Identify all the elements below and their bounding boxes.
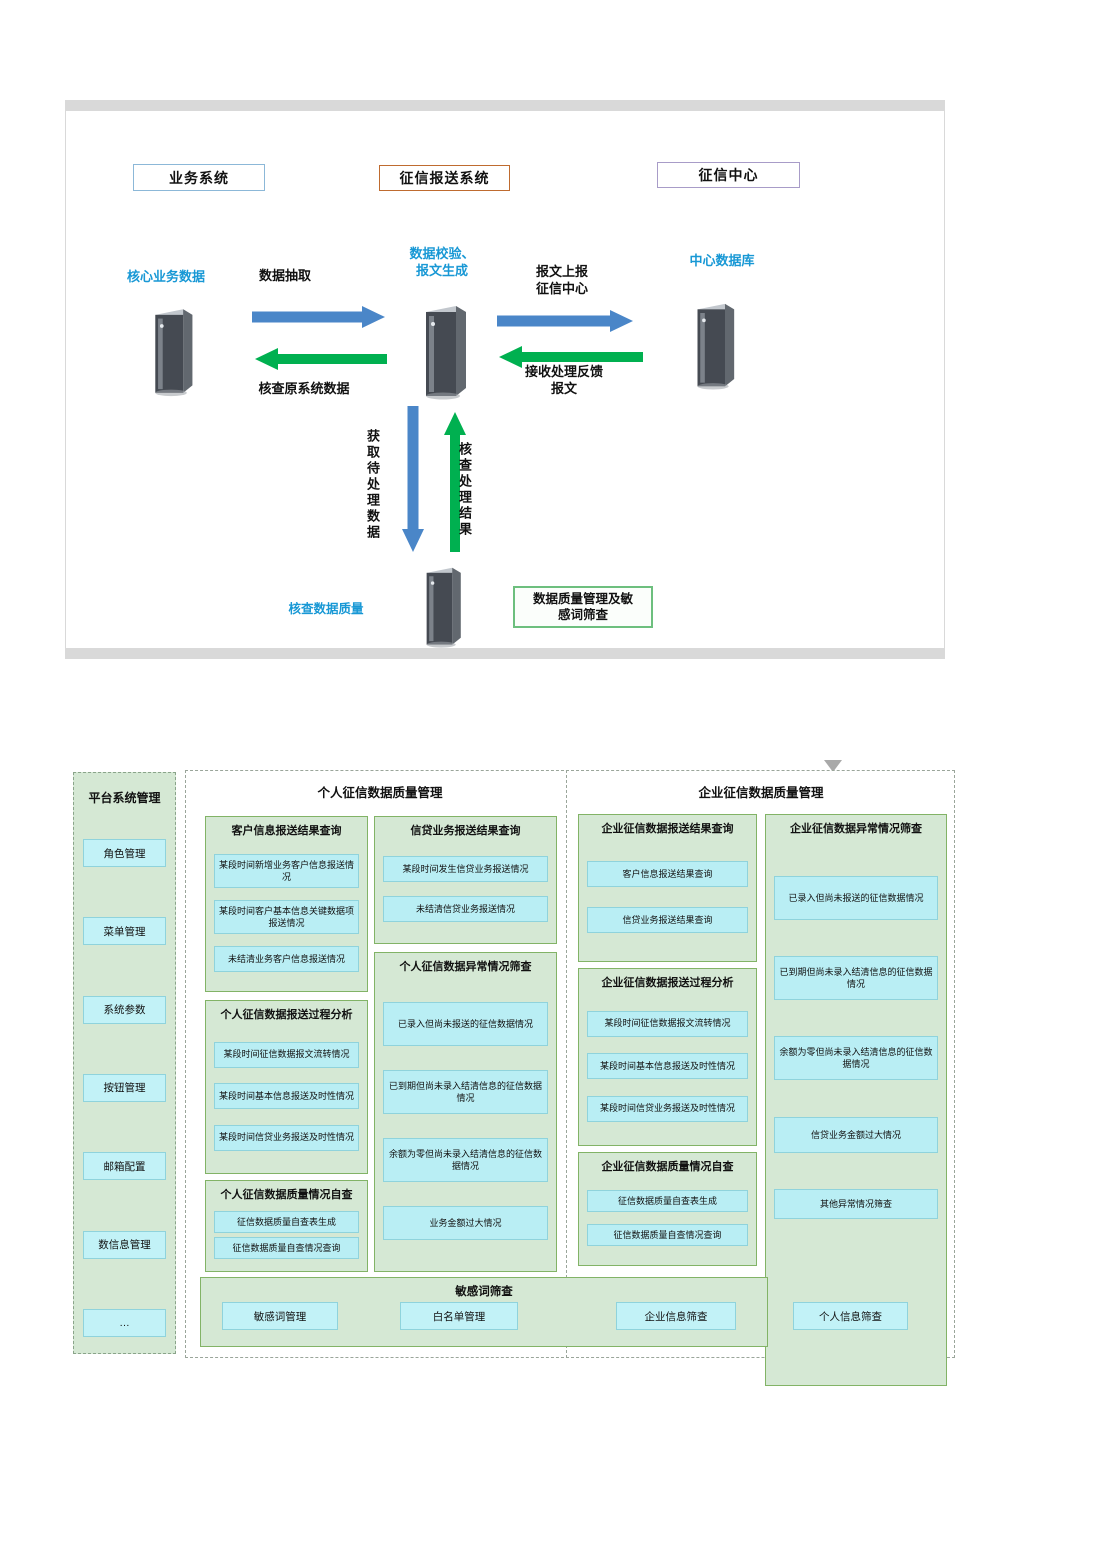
diagram-item: 信贷业务报送结果查询: [587, 907, 748, 934]
section-title-personal: 个人征信数据质量管理: [317, 786, 443, 800]
group-personal-process-analysis: 个人征信数据报送过程分析 某段时间征信数据报文流转情况 某段时间基本信息报送及时…: [205, 1000, 368, 1174]
diagram-item: 已到期但尚未录入结清信息的征信数据情况: [774, 956, 938, 1001]
label-verify-source-data: 核查原系统数据: [258, 381, 350, 396]
section-title-enterprise: 企业征信数据质量管理: [698, 786, 824, 800]
sidebar-items: 角色管理 菜单管理 系统参数 按钮管理 邮箱配置 数信息管理 …: [83, 839, 166, 1337]
sidebar-item-menu: 菜单管理: [83, 917, 166, 946]
sensitive-item-enterprise-screen: 企业信息筛查: [616, 1302, 736, 1330]
diagram-item: 余额为零但尚未录入结清信息的征信数据情况: [774, 1036, 938, 1081]
diagram-item: 某段时间基本信息报送及时性情况: [587, 1053, 748, 1079]
group-title: 企业征信数据质量情况自查: [601, 1161, 734, 1173]
group-enterprise-self-check: 企业征信数据质量情况自查 征信数据质量自查表生成 征信数据质量自查情况查询: [578, 1152, 757, 1266]
group-enterprise-process-analysis: 企业征信数据报送过程分析 某段时间征信数据报文流转情况 某段时间基本信息报送及时…: [578, 968, 757, 1146]
header-credit-center: 征信中心: [657, 162, 800, 188]
diagram-item: 业务金额过大情况: [383, 1206, 548, 1240]
group-title: 企业征信数据报送过程分析: [601, 977, 734, 989]
sensitive-item-word-mgmt: 敏感词管理: [222, 1302, 338, 1330]
diagram-item: 征信数据质量自查情况查询: [587, 1223, 748, 1247]
diagram-item: 已录入但尚未报送的征信数据情况: [774, 876, 938, 921]
diagram-item: 某段时间征信数据报文流转情况: [587, 1010, 748, 1037]
triangle-marker-icon: [824, 760, 842, 772]
diagram-item: 未结清信贷业务报送情况: [383, 896, 548, 922]
sidebar-item-button: 按钮管理: [83, 1073, 166, 1102]
sidebar-item-more: …: [83, 1308, 166, 1337]
server-icon: [426, 567, 461, 648]
group-enterprise-abnormal-screening: 企业征信数据异常情况筛查 已录入但尚未报送的征信数据情况 已到期但尚未录入结清信…: [765, 814, 947, 1386]
diagram-item: 征信数据质量自查表生成: [587, 1189, 748, 1213]
diagram-item: 某段时间客户基本信息关键数据项报送情况: [214, 900, 359, 935]
header-business-system: 业务系统: [133, 164, 265, 191]
diagram-item: 某段时间基本信息报送及时性情况: [214, 1083, 359, 1109]
flow-diagram-frame: [65, 100, 945, 659]
group-title: 个人征信数据报送过程分析: [220, 1009, 353, 1021]
label-data-validation: 数据校验、 报文生成: [409, 246, 475, 278]
group-title: 信贷业务报送结果查询: [410, 825, 521, 837]
diagram-item: 某段时间新增业务客户信息报送情况: [214, 853, 359, 889]
sidebar-platform-management: 平台系统管理 角色管理 菜单管理 系统参数 按钮管理 邮箱配置 数信息管理 …: [73, 772, 176, 1354]
server-icon: [697, 303, 735, 390]
sidebar-item-role: 角色管理: [83, 839, 166, 867]
diagram-item: 征信数据质量自查情况查询: [214, 1237, 359, 1260]
diagram-item: 某段时间征信数据报文流转情况: [214, 1041, 359, 1068]
group-title: 个人征信数据质量情况自查: [220, 1189, 353, 1201]
diagram-item: 客户信息报送结果查询: [587, 860, 748, 887]
sidebar-item-sysparam: 系统参数: [83, 995, 166, 1024]
label-fetch-pending-data: 获取待处理数据: [365, 429, 380, 541]
header-reporting-system: 征信报送系统: [379, 165, 510, 191]
group-personal-self-check: 个人征信数据质量情况自查 征信数据质量自查表生成 征信数据质量自查情况查询: [205, 1180, 368, 1272]
quality-mgmt-box: 数据质量管理及敏 感词筛查: [513, 586, 653, 628]
label-check-process-result: 核查处理结果: [457, 442, 472, 538]
group-title: 个人征信数据异常情况筛查: [399, 961, 532, 973]
diagram-item: 信贷业务金额过大情况: [774, 1116, 938, 1153]
server-icon: [155, 309, 193, 397]
group-enterprise-result-query: 企业征信数据报送结果查询 客户信息报送结果查询 信贷业务报送结果查询: [578, 814, 757, 962]
diagram-item: 其他异常情况筛查: [774, 1188, 938, 1219]
sensitive-title: 敏感词筛查: [455, 1286, 513, 1298]
label-report-to-center: 报文上报 征信中心: [535, 264, 588, 296]
group-title: 企业征信数据报送结果查询: [601, 823, 734, 835]
server-icon: [426, 306, 466, 400]
group-title: 客户信息报送结果查询: [231, 825, 342, 837]
diagram-item: 征信数据质量自查表生成: [214, 1210, 359, 1233]
sensitive-item-personal-screen: 个人信息筛查: [793, 1302, 908, 1330]
diagram-item: 已到期但尚未录入结清信息的征信数据情况: [383, 1070, 548, 1114]
group-title: 企业征信数据异常情况筛查: [790, 823, 922, 835]
label-central-database: 中心数据库: [689, 253, 755, 268]
label-check-data-quality: 核查数据质量: [288, 602, 364, 616]
diagram-item: 某段时间信贷业务报送及时性情况: [587, 1095, 748, 1122]
diagram-item: 某段时间信贷业务报送及时性情况: [214, 1124, 359, 1151]
frame-top-strip: [65, 100, 945, 111]
sensitive-item-whitelist: 白名单管理: [400, 1302, 518, 1330]
section-divider: [566, 770, 567, 1358]
group-credit-business-result-query: 信贷业务报送结果查询 某段时间发生信贷业务报送情况 未结清信贷业务报送情况: [374, 816, 557, 944]
sidebar-item-email: 邮箱配置: [83, 1152, 166, 1181]
diagram-item: 未结清业务客户信息报送情况: [214, 946, 359, 973]
diagram-item: 已录入但尚未报送的征信数据情况: [383, 1002, 548, 1046]
label-data-extract: 数据抽取: [258, 268, 311, 283]
group-personal-abnormal-screening: 个人征信数据异常情况筛查 已录入但尚未报送的征信数据情况 已到期但尚未录入结清信…: [374, 952, 557, 1272]
group-customer-info-result-query: 客户信息报送结果查询 某段时间新增业务客户信息报送情况 某段时间客户基本信息关键…: [205, 816, 368, 992]
sidebar-item-datainfo: 数信息管理: [83, 1230, 166, 1259]
label-core-business-data: 核心业务数据: [126, 269, 205, 284]
diagram-item: 余额为零但尚未录入结清信息的征信数据情况: [383, 1138, 548, 1182]
sidebar-title: 平台系统管理: [88, 791, 161, 805]
label-receive-feedback: 接收处理反馈 报文: [524, 364, 603, 396]
diagram-item: 某段时间发生信贷业务报送情况: [383, 856, 548, 882]
frame-bottom-strip: [65, 648, 945, 659]
